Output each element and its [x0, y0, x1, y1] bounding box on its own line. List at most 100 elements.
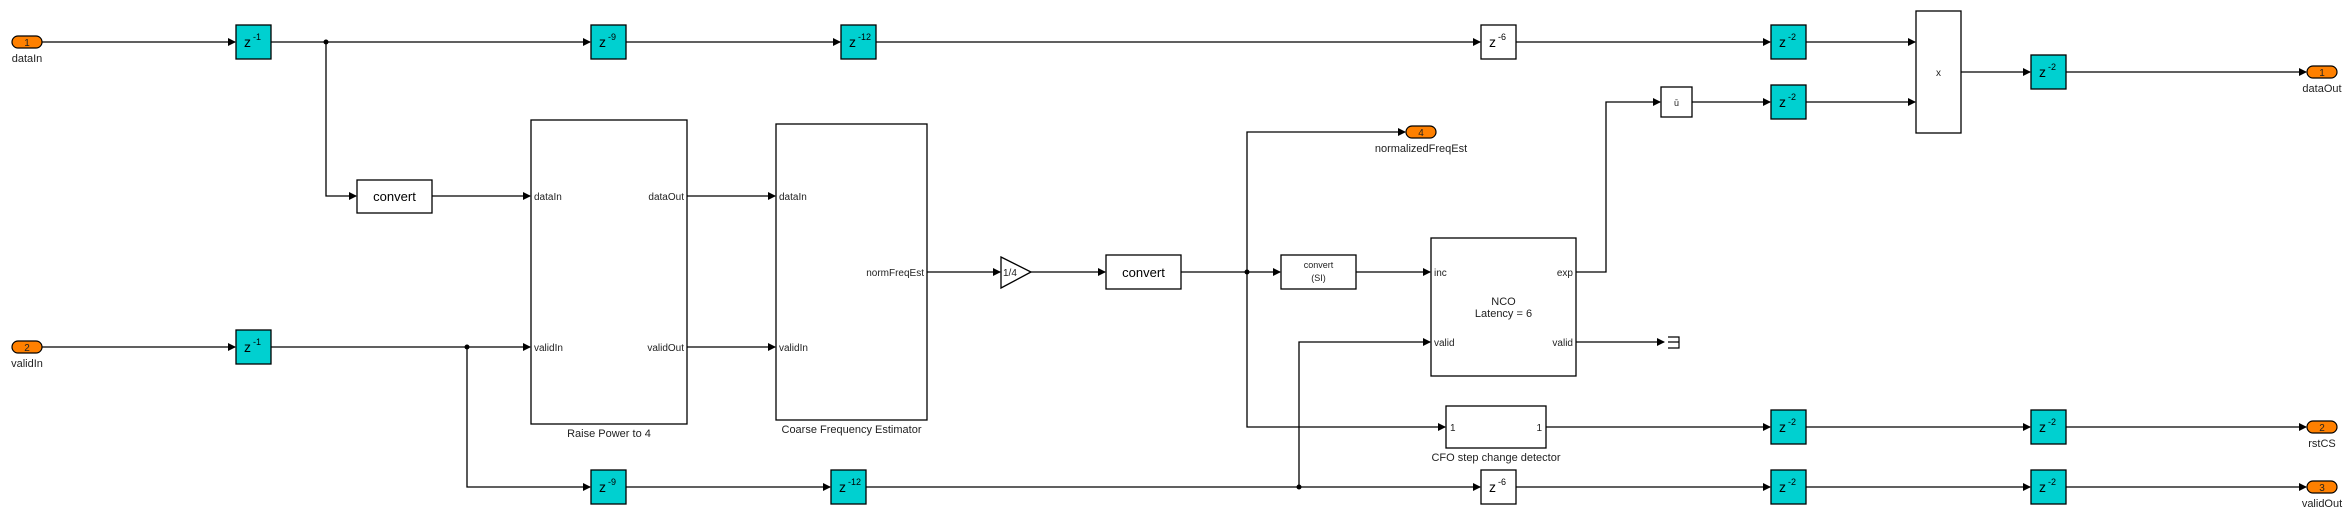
port-label: rstCS [2308, 438, 2336, 450]
conj-icon: ū [1674, 98, 1679, 108]
outport-validout[interactable]: 3 validOut [2302, 480, 2342, 510]
port-label-out: 1 [1536, 423, 1542, 434]
delay-block-conj-z2[interactable]: z-2 [1770, 84, 1807, 120]
port-label-datain: dataIn [534, 192, 562, 203]
delay-exponent: -6 [1498, 477, 1506, 487]
block-label: convert [1122, 265, 1165, 280]
port-label-validout: validOut [647, 343, 684, 354]
block-name: Coarse Frequency Estimator [782, 424, 922, 436]
delay-block-valid-z2-b[interactable]: z-2 [2030, 469, 2067, 505]
delay-block-valid-z9[interactable]: z-9 [590, 469, 627, 505]
gain-block[interactable]: 1/4 [1000, 255, 1033, 290]
gain-value: 1/4 [1003, 268, 1017, 279]
product-block[interactable]: x [1915, 10, 1962, 134]
port-number: 2 [2319, 423, 2325, 434]
port-label: dataOut [2302, 83, 2341, 95]
delay-label: z [849, 34, 856, 50]
outport-normalizedfreqest[interactable]: 4 normalizedFreqEst [1375, 125, 1467, 155]
delay-label: z [1779, 34, 1786, 50]
port-label: validOut [2302, 498, 2342, 510]
delay-label: z [1779, 479, 1786, 495]
delay-label: z [2039, 479, 2046, 495]
wire-nco-conj[interactable] [1576, 98, 1661, 273]
block-label-line2: (SI) [1311, 273, 1326, 283]
delay-block-rst-z2-b[interactable]: z-2 [2030, 409, 2067, 445]
wire-nco-valid-in[interactable] [1298, 338, 1431, 487]
port-label-valid-out: valid [1552, 338, 1573, 349]
delay-exponent: -12 [858, 32, 871, 42]
delay-exponent: -6 [1498, 32, 1506, 42]
port-label-normfreqest: normFreqEst [866, 268, 924, 279]
inport-datain[interactable]: 1 dataIn [11, 35, 43, 65]
delay-block-valid-z12[interactable]: z-12 [830, 469, 867, 505]
port-label-datain: dataIn [779, 192, 807, 203]
outport-rstcs[interactable]: 2 rstCS [2306, 420, 2338, 450]
nco-title: NCO [1491, 296, 1516, 308]
block-label-line1: convert [1304, 260, 1334, 270]
delay-exponent: -2 [1788, 477, 1796, 487]
delay-exponent: -2 [2048, 477, 2056, 487]
delay-block-data-z2-a[interactable]: z-2 [1770, 24, 1807, 60]
delay-label: z [599, 34, 606, 50]
delay-block-valid-z2-a[interactable]: z-2 [1770, 469, 1807, 505]
junction-dot [464, 344, 470, 350]
outport-dataout[interactable]: 1 dataOut [2302, 65, 2342, 95]
delay-block-data-in-z1[interactable]: z-1 [235, 24, 272, 60]
delay-label: z [1779, 419, 1786, 435]
nco-block[interactable]: inc valid exp valid NCO Latency = 6 [1430, 237, 1577, 377]
coarse-frequency-estimator-subsystem[interactable]: dataIn validIn normFreqEst Coarse Freque… [775, 123, 928, 436]
junction-dot [323, 39, 329, 45]
wire-branch-convert[interactable] [325, 42, 357, 200]
delay-label: z [599, 479, 606, 495]
delay-block-data-z6[interactable]: z-6 [1480, 24, 1517, 60]
block-name: CFO step change detector [1431, 452, 1560, 464]
delay-exponent: -2 [2048, 62, 2056, 72]
port-label-validin: validIn [779, 343, 808, 354]
junction-dot [1244, 269, 1250, 275]
delay-label: z [2039, 419, 2046, 435]
block-label: convert [373, 189, 416, 204]
wires [42, 38, 2307, 491]
delay-block-valid-in-z1[interactable]: z-1 [235, 329, 272, 365]
delay-block-valid-z6[interactable]: z-6 [1480, 469, 1517, 505]
complex-conjugate-block[interactable]: ū [1660, 86, 1693, 118]
wire-normfreq-out[interactable] [1246, 128, 1406, 272]
delay-exponent: -1 [253, 337, 261, 347]
port-number: 4 [1418, 128, 1424, 139]
wire-branch-z9[interactable] [466, 347, 591, 491]
port-label-exp: exp [1557, 268, 1574, 279]
nco-latency: Latency = 6 [1475, 308, 1532, 320]
delay-exponent: -12 [848, 477, 861, 487]
port-label-valid-in: valid [1434, 338, 1455, 349]
delay-block-prod-z2[interactable]: z-2 [2030, 54, 2067, 90]
delay-exponent: -9 [608, 32, 616, 42]
convert-block-1[interactable]: convert [356, 179, 433, 214]
convert-block-2[interactable]: convert [1105, 254, 1182, 290]
port-number: 1 [24, 38, 30, 49]
raise-power-subsystem[interactable]: dataIn validIn dataOut validOut Raise Po… [530, 119, 688, 440]
port-label-dataout: dataOut [648, 192, 684, 203]
port-label-in: 1 [1450, 423, 1456, 434]
delay-block-data-z12[interactable]: z-12 [840, 24, 877, 60]
port-number: 1 [2319, 68, 2325, 79]
inport-validin[interactable]: 2 validIn [11, 340, 43, 370]
delay-exponent: -1 [253, 32, 261, 42]
delay-block-rst-z2-a[interactable]: z-2 [1770, 409, 1807, 445]
delay-label: z [1489, 34, 1496, 50]
delay-label: z [244, 339, 251, 355]
terminator-block[interactable] [1668, 336, 1680, 349]
block-name: Raise Power to 4 [567, 428, 651, 440]
cfo-step-change-detector[interactable]: 1 1 CFO step change detector [1431, 405, 1561, 464]
junction-dot [1296, 484, 1302, 490]
convert-si-block[interactable]: convert (SI) [1280, 254, 1357, 290]
delay-label: z [1779, 94, 1786, 110]
delay-block-data-z9[interactable]: z-9 [590, 24, 627, 60]
wire-cfo-in[interactable] [1246, 272, 1446, 431]
delay-exponent: -2 [2048, 417, 2056, 427]
product-icon: x [1936, 68, 1941, 79]
delay-exponent: -2 [1788, 32, 1796, 42]
port-number: 2 [24, 343, 30, 354]
terminator-icon [1668, 336, 1680, 349]
